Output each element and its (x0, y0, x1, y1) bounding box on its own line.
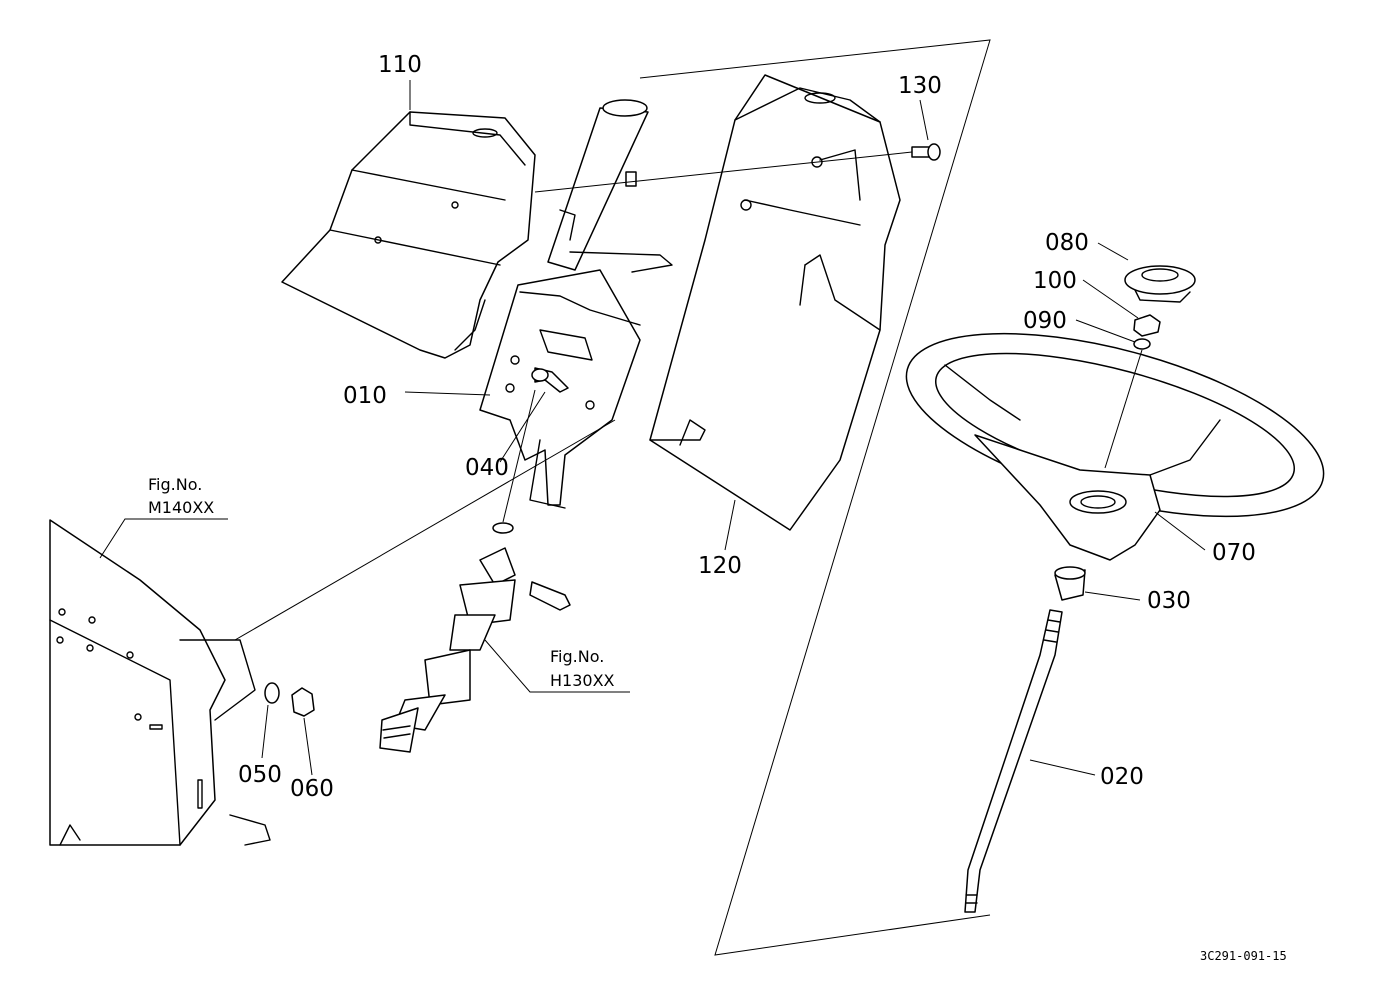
fig-ref-h-code: H130XX (550, 671, 615, 690)
leader-080 (1097, 242, 1129, 261)
leader-030 (1084, 591, 1141, 601)
leader-hub-axis (1104, 349, 1143, 469)
part-030-bushing (1054, 566, 1086, 601)
fig-ref-m-code: M140XX (148, 498, 214, 517)
label-110: 110 (378, 52, 422, 78)
leader-020 (1029, 759, 1096, 776)
leader-090 (1075, 319, 1136, 343)
leader-130 (919, 99, 929, 141)
label-120: 120 (698, 553, 742, 579)
fig-ref-h-label: Fig.No. (550, 647, 604, 666)
part-100-nut (1133, 314, 1161, 337)
part-130-screw (911, 143, 941, 161)
label-130: 130 (898, 73, 942, 99)
universal-joint-assembly (379, 522, 571, 753)
part-060-nut (291, 687, 315, 717)
drawing-id: 3C291-091-15 (1200, 949, 1287, 963)
part-020-steering-shaft (964, 609, 1063, 913)
part-080-horn-cap (1124, 265, 1196, 303)
assembly-boundary-plane (639, 39, 991, 956)
leader-120 (724, 499, 736, 551)
leader-040 (499, 391, 546, 463)
leader-m140xx (99, 518, 228, 559)
label-010: 010 (343, 383, 387, 409)
leader-100 (1082, 279, 1139, 319)
label-040: 040 (465, 455, 509, 481)
label-050: 050 (238, 762, 282, 788)
label-080: 080 (1045, 230, 1089, 256)
label-020: 020 (1100, 764, 1144, 790)
part-050-washer (264, 682, 280, 704)
label-030: 030 (1147, 588, 1191, 614)
leader-070 (1154, 511, 1206, 551)
part-070-steering-wheel (905, 332, 1325, 561)
leader-joint-to-column (502, 389, 536, 523)
frame-assembly (49, 519, 271, 846)
part-110-upper-cover (281, 111, 536, 359)
part-120-lower-cover (649, 74, 901, 531)
fig-ref-m-label: Fig.No. (148, 475, 202, 494)
part-040-bolt (531, 367, 569, 393)
leader-h130xx (484, 639, 630, 693)
label-100: 100 (1033, 268, 1077, 294)
part-090-washer (1133, 338, 1151, 350)
leader-110-to-screw (534, 151, 913, 193)
label-090: 090 (1023, 308, 1067, 334)
label-070: 070 (1212, 540, 1256, 566)
leader-060 (303, 717, 313, 776)
label-060: 060 (290, 776, 334, 802)
leader-050 (261, 704, 269, 759)
leader-010 (404, 391, 491, 396)
leader-frame-to-column (234, 419, 616, 641)
